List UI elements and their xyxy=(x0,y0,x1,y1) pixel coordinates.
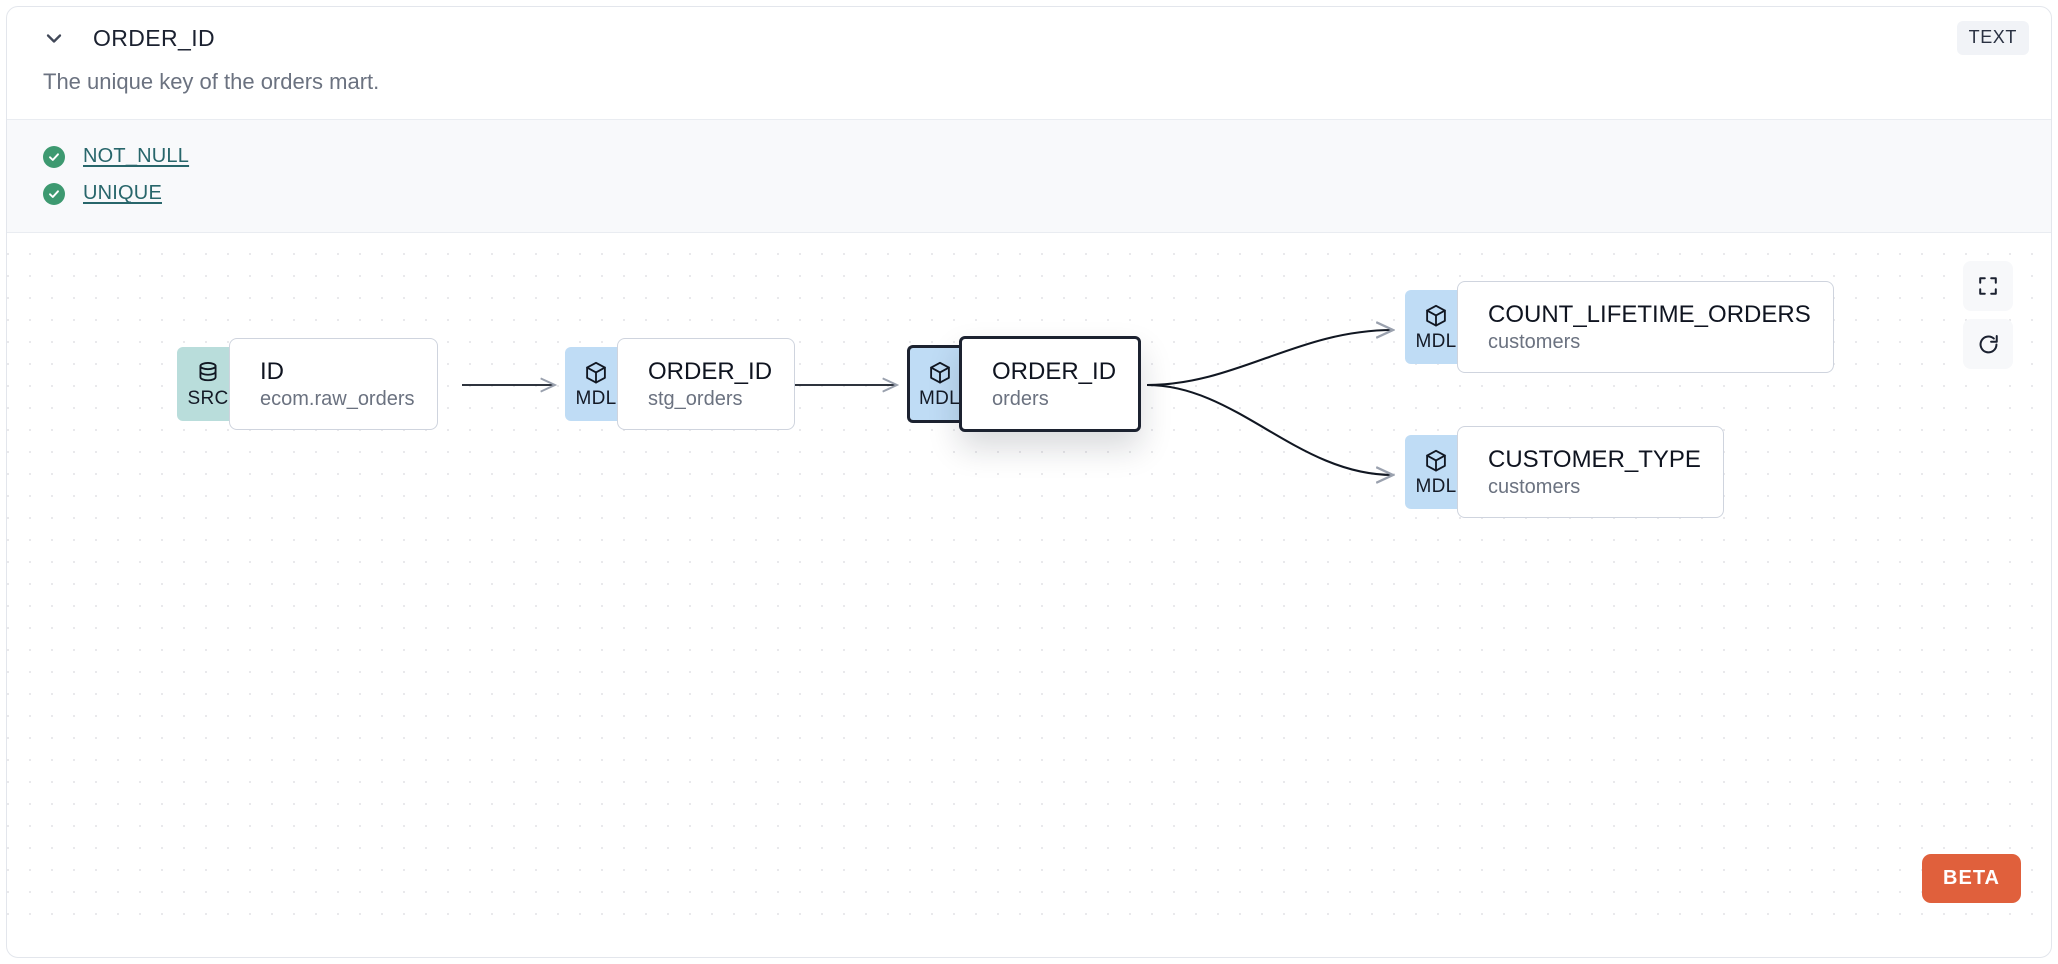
edge-orders-to-count-lifetime-orders xyxy=(1146,330,1393,387)
fit-view-icon xyxy=(1977,275,1999,297)
check-circle-icon xyxy=(43,182,65,205)
cube-icon xyxy=(1423,303,1449,329)
database-icon xyxy=(195,360,221,386)
node-kind-badge-mdl: MDL xyxy=(565,347,627,422)
test-row: NOT_NULL xyxy=(7,138,2051,175)
lineage-canvas[interactable]: SRC ID ecom.raw_orders MDL ORDE xyxy=(7,233,2051,924)
reset-button[interactable] xyxy=(1963,319,2013,370)
lineage-edges xyxy=(462,233,2051,923)
cube-icon xyxy=(1423,448,1449,474)
lineage-node-src-id[interactable]: SRC ID ecom.raw_orders xyxy=(177,338,438,431)
edge-orders-to-customer-type xyxy=(1146,384,1393,475)
lineage-node-mdl-orders-selected[interactable]: MDL ORDER_ID orders xyxy=(907,336,1142,433)
node-name: CUSTOMER_TYPE xyxy=(1488,445,1701,473)
node-kind-label: MDL xyxy=(1415,476,1457,498)
fit-view-button[interactable] xyxy=(1963,261,2013,312)
node-subtitle: orders xyxy=(992,388,1049,411)
node-name: ORDER_ID xyxy=(992,357,1117,385)
cube-icon xyxy=(927,360,953,386)
node-body: ID ecom.raw_orders xyxy=(229,338,438,431)
node-kind-badge-src: SRC xyxy=(177,347,239,422)
test-row: UNIQUE xyxy=(7,175,2051,212)
node-kind-badge-mdl: MDL xyxy=(1405,290,1467,365)
lineage-node-mdl-customer-type[interactable]: MDL CUSTOMER_TYPE customers xyxy=(1405,426,1724,519)
check-circle-icon xyxy=(43,145,65,168)
column-detail-panel: ORDER_ID TEXT The unique key of the orde… xyxy=(6,6,2052,958)
node-body: ORDER_ID stg_orders xyxy=(617,338,796,431)
node-body: ORDER_ID orders xyxy=(959,336,1142,433)
node-kind-label: MDL xyxy=(918,388,960,410)
panel-header: ORDER_ID TEXT xyxy=(7,7,2051,69)
lineage-node-mdl-count-lifetime-orders[interactable]: MDL COUNT_LIFETIME_ORDERS customers xyxy=(1405,281,1834,374)
test-link-not-null[interactable]: NOT_NULL xyxy=(83,145,190,168)
node-name: ORDER_ID xyxy=(648,357,773,385)
beta-badge[interactable]: BETA xyxy=(1922,854,2021,904)
tests-section: NOT_NULL UNIQUE xyxy=(7,119,2051,234)
chevron-down-icon[interactable] xyxy=(39,23,69,53)
node-kind-label: MDL xyxy=(1415,331,1457,353)
node-subtitle: customers xyxy=(1488,476,1581,499)
node-subtitle: customers xyxy=(1488,331,1581,354)
canvas-controls xyxy=(1963,261,2013,370)
data-type-badge: TEXT xyxy=(1956,21,2029,55)
node-kind-label: SRC xyxy=(187,388,229,410)
test-link-unique[interactable]: UNIQUE xyxy=(83,182,162,205)
node-subtitle: ecom.raw_orders xyxy=(260,388,415,411)
node-body: COUNT_LIFETIME_ORDERS customers xyxy=(1457,281,1834,374)
column-description: The unique key of the orders mart. xyxy=(43,69,380,94)
node-kind-label: MDL xyxy=(575,388,617,410)
page-title: ORDER_ID xyxy=(93,24,216,51)
node-kind-badge-mdl: MDL xyxy=(1405,435,1467,510)
node-name: ID xyxy=(260,357,284,385)
cube-icon xyxy=(583,360,609,386)
node-body: CUSTOMER_TYPE customers xyxy=(1457,426,1724,519)
refresh-icon xyxy=(1977,333,2000,356)
lineage-node-mdl-stg-orders[interactable]: MDL ORDER_ID stg_orders xyxy=(565,338,796,431)
node-name: COUNT_LIFETIME_ORDERS xyxy=(1488,300,1811,328)
node-kind-badge-mdl: MDL xyxy=(907,345,969,424)
node-subtitle: stg_orders xyxy=(648,388,743,411)
